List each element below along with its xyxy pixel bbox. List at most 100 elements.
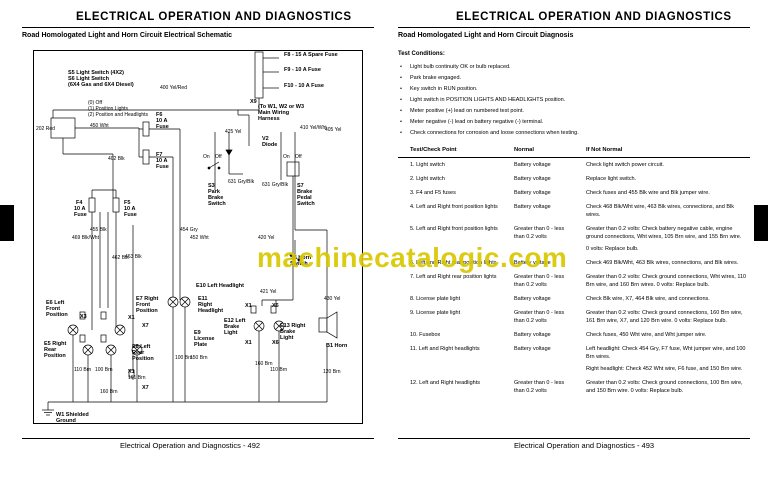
cell-normal: Battery voltage [514,204,551,210]
w1-label-1: W1 Shielded [56,412,89,418]
e7-label-1: E7 Right [136,296,159,302]
wire-110: 110 Brn [74,367,92,373]
cell-normal: Battery voltage [514,296,551,302]
condition-item: Check connections for corrosion and loos… [398,128,748,139]
s7-on-label: On [283,154,290,160]
test-conditions-list: Light bulb continuity OK or bulb replace… [398,62,748,139]
s3-on-label: On [203,154,210,160]
wire-421: 421 Yel [260,289,277,295]
e6-label-3: Position [46,312,68,318]
cell-normal: Battery voltage [514,332,551,338]
switch-pos-0: (0) Off [88,100,103,106]
condition-item: Key switch in RUN position. [398,84,748,95]
cell-text: Check Blk wire, X7, 464 Blk wire, and co… [586,296,710,302]
x1-label-c: X1 [128,369,135,375]
table-row: 12. Left and Right headlights Greater th… [398,376,750,398]
s3-label-3: Brake [208,195,224,201]
col-header-point: Test/Check Point [398,146,502,158]
s7-label-4: Switch [297,201,315,207]
wire-425: 425 Yel [225,129,242,135]
table-row: 7. Left and Right rear position lights G… [398,270,750,292]
cell-point: 11. Left and Right headlights [410,346,480,352]
cell-not-normal: Check fuses and 455 Blk wire and Blk jum… [574,186,750,200]
cell-not-normal: Check light switch power circuit. [574,158,750,173]
cell-text: Replace light switch. [586,176,637,182]
e11-label-3: Headlight [198,308,224,314]
table-row: 4. Left and Right front position lights … [398,200,750,222]
cell-point: 8. License plate light [410,296,461,302]
watermark-text: machinecatalogic.com [257,242,568,273]
e10-label: E10 Left Headlight [196,283,244,289]
cell-not-normal: Greater than 0.2 volts: Check ground con… [574,270,750,292]
right-page-footer: Electrical Operation and Diagnostics - 4… [514,441,655,450]
cell-normal: Battery voltage [514,260,551,266]
e8-label-1: E8 Left [132,344,151,350]
cell-not-normal: Left headlight: Check 454 Gry, F7 fuse, … [574,342,750,376]
table-row: 11. Left and Right headlights Battery vo… [398,342,750,376]
s3-label-2: Park [208,189,220,195]
f5-label-3: Fuse [124,212,137,218]
table-row: 8. License plate light Battery voltage C… [398,292,750,306]
cell-point: 7. Left and Right rear position lights [410,274,497,280]
wire-452: 452 Wht [190,235,209,241]
e6-label-1: E6 Left [46,300,65,306]
cell-not-normal: Greater than 0.2 volts: Check ground con… [574,306,750,328]
e6-label-2: Front [46,306,61,312]
s5-label-3: (6X4 Gas and 6X4 Diesel) [68,82,134,88]
wire-455: 455 Blk [90,227,107,233]
f6-label-1: F6 [156,112,163,118]
cell-point: 12. Left and Right headlights [410,380,481,386]
cell-normal: Greater than 0 - less than 0.2 volts [514,380,565,394]
e8-label-3: Position [132,356,154,362]
cell-not-normal: Check fuses, 450 Wht wire, and Wht jumpe… [574,328,750,342]
diagnosis-title: Road Homologated Light and Horn Circuit … [398,32,574,39]
cell-text: Check light switch power circuit. [586,162,664,168]
cell-point: 9. License plate light [410,310,461,316]
cell-not-normal: Greater than 0.2 volts: Check ground con… [574,376,750,398]
cell-text: 0 volts: Replace bulb. [586,246,639,252]
f7-label-2: 10 A [156,158,168,164]
condition-item: Meter positive (+) lead on numbered test… [398,106,748,117]
e7-label-2: Front [136,302,151,308]
cell-not-normal: Check Blk wire, X7, 464 Blk wire, and co… [574,292,750,306]
x6-label-a: X6 [272,303,279,309]
cell-point: 10. Fusebox [410,332,441,338]
s3-label-1: S3 [208,183,215,189]
x7-label-a: X7 [142,323,149,329]
condition-item: Light bulb continuity OK or bulb replace… [398,62,748,73]
wire-430: 430 Yel [324,296,341,302]
cell-normal: Battery voltage [514,346,551,352]
s7-label-2: Brake [297,189,313,195]
right-section-header: ELECTRICAL OPERATION AND DIAGNOSTICS [456,11,732,23]
e5-label-2: Rear [44,347,57,353]
s5-label-1: S5 Light Switch (4X2) [68,70,124,76]
wire-405: 405 Yel [325,127,342,133]
x9-label-3: Main Wiring [258,110,290,116]
f10-label: F10 - 10 A Fuse [284,83,324,89]
table-row: 1. Light switch Battery voltage Check li… [398,158,750,173]
e11-label-2: Right [198,302,213,308]
condition-item: Park brake engaged. [398,73,748,84]
cell-text: Greater than 0.2 volts: Check ground con… [586,274,747,288]
left-page-footer: Electrical Operation and Diagnostics - 4… [120,441,261,450]
s7-off-label: Off [295,154,302,160]
cell-text: Right headlight: Check 452 Wht wire, F6 … [586,366,743,372]
b1-label: B1 Horn [326,343,348,349]
cell-normal: Battery voltage [514,162,551,168]
e9-label-1: E9 [194,330,201,336]
e9-label-2: License [194,336,215,342]
cell-normal: Battery voltage [514,190,551,196]
cell-text: Check fuses, 450 Wht wire, and Wht jumpe… [586,332,707,338]
cell-text: Left headlight: Check 454 Gry, F7 fuse, … [586,346,746,360]
e11-label-1: E11 [198,296,208,302]
cell-not-normal: Replace light switch. [574,172,750,186]
e5-label-3: Position [44,353,66,359]
cell-point: 4. Left and Right front position lights [410,204,498,210]
wire-450: 450 Wht [90,123,109,129]
table-row: 5. Left and Right front position lights … [398,222,750,256]
test-conditions-title: Test Conditions: [398,51,445,57]
wire-400-label: 400 Yel/Red [160,85,187,91]
f7-label-3: Fuse [156,164,169,170]
schematic-diagram [42,51,338,416]
e12-label-1: E12 Left [224,318,246,324]
